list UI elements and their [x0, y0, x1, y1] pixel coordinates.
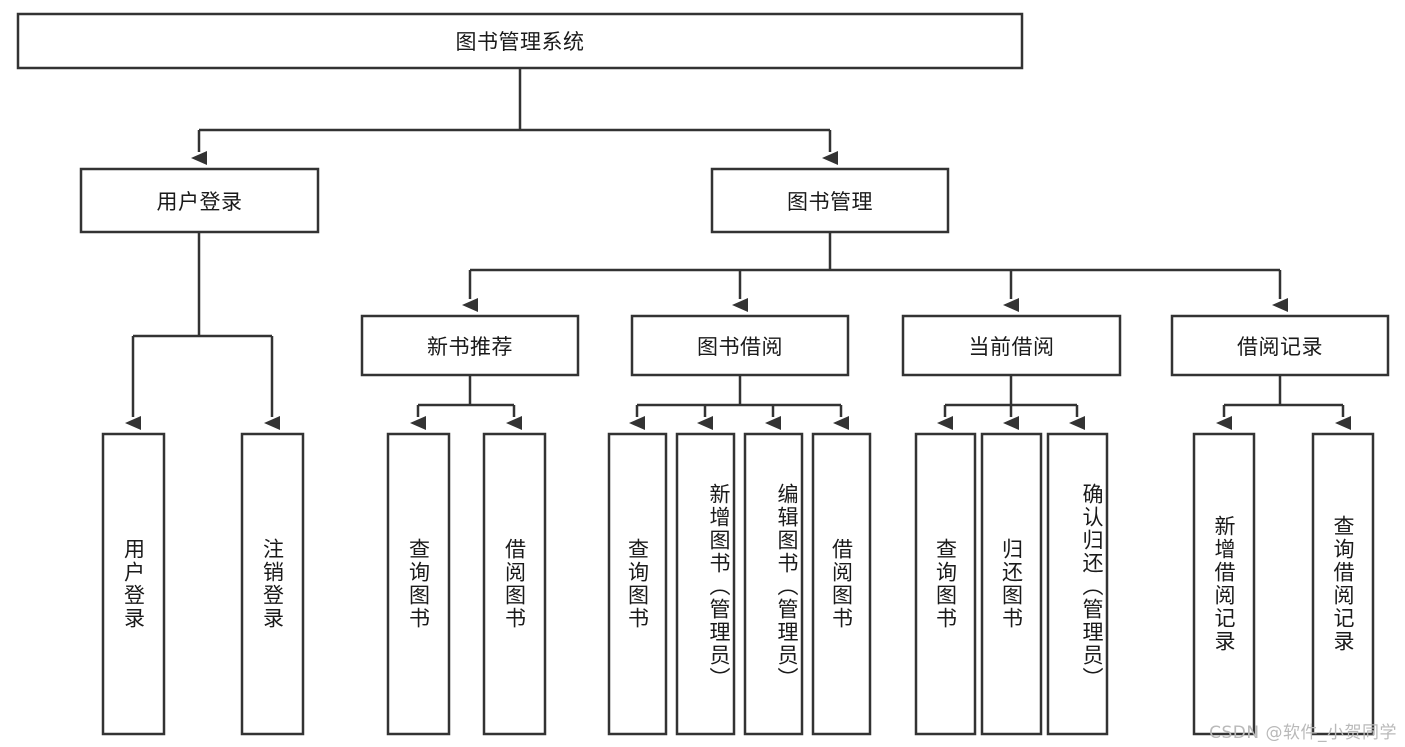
node-box-new-book-recommend[interactable]	[360, 314, 580, 377]
node-box-leaf-user-login[interactable]	[101, 432, 166, 736]
node-box-leaf-confirm-return[interactable]	[1046, 432, 1109, 736]
node-box-leaf-add-book[interactable]	[675, 432, 736, 736]
node-box-user-login[interactable]	[79, 167, 320, 234]
node-box-current-borrow[interactable]	[901, 314, 1122, 377]
node-box-leaf-query-borrow-record[interactable]	[1311, 432, 1375, 736]
node-box-leaf-query-book-recommend[interactable]	[386, 432, 451, 736]
node-box-root[interactable]	[16, 12, 1024, 70]
node-box-borrow-record[interactable]	[1170, 314, 1390, 377]
node-box-book-management[interactable]	[710, 167, 950, 234]
node-box-leaf-edit-book[interactable]	[743, 432, 804, 736]
node-box-leaf-add-borrow-record[interactable]	[1192, 432, 1256, 736]
csdn-watermark: CSDN @软件_小贺同学	[1209, 723, 1397, 743]
node-box-leaf-borrow-book-recommend[interactable]	[482, 432, 547, 736]
node-box-leaf-query-book-borrow[interactable]	[607, 432, 668, 736]
node-box-leaf-return-book[interactable]	[980, 432, 1043, 736]
node-box-leaf-user-logout[interactable]	[240, 432, 305, 736]
node-box-leaf-query-book-current[interactable]	[914, 432, 977, 736]
node-box-book-borrow[interactable]	[630, 314, 850, 377]
node-box-leaf-borrow-book[interactable]	[811, 432, 872, 736]
